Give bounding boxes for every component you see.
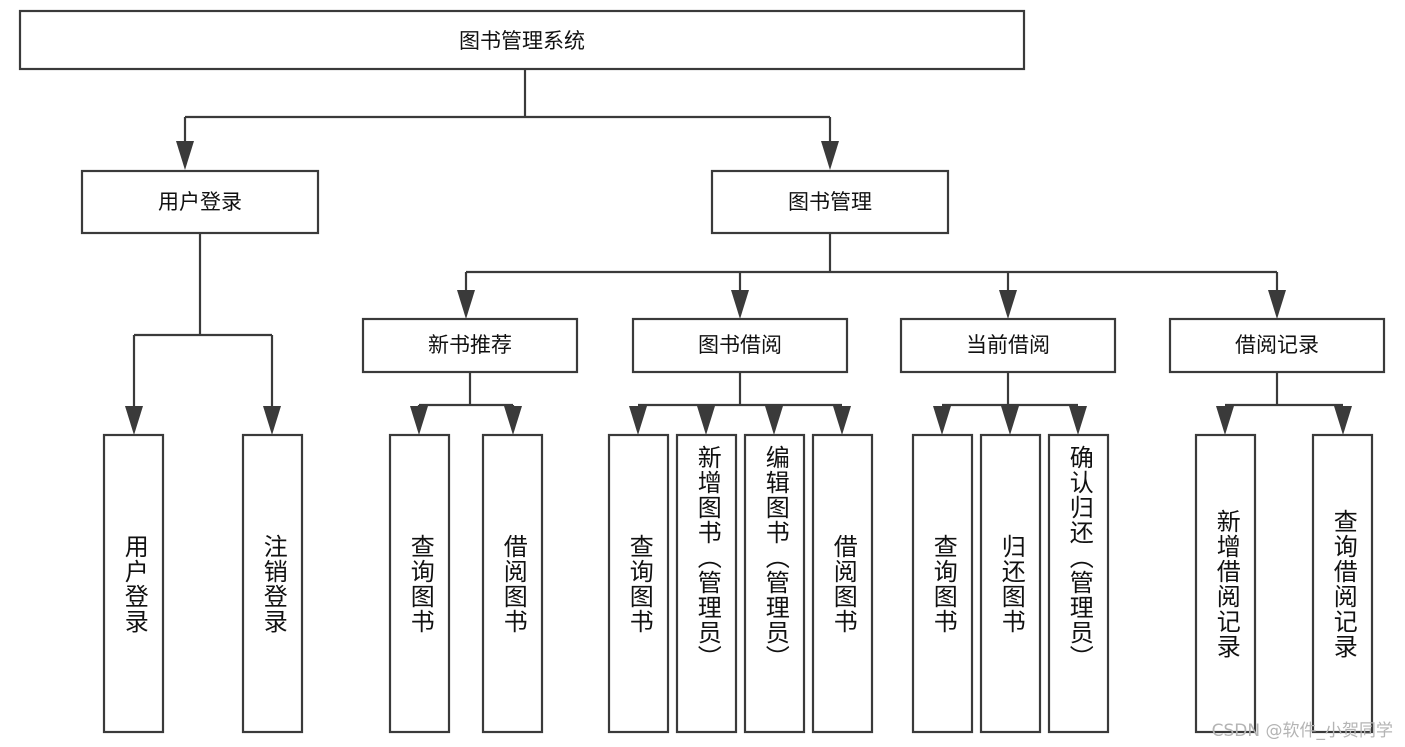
node-book-manage[interactable]: 图书管理	[710, 169, 950, 235]
node-root-box[interactable]	[18, 9, 1026, 71]
node-user-login-box[interactable]	[80, 169, 320, 235]
node-book-manage-box[interactable]	[710, 169, 950, 235]
leaf-box-borrow-book-1[interactable]	[481, 433, 544, 734]
leaf-box-return-book[interactable]	[979, 433, 1042, 734]
arrow-head-leaf-add-book	[697, 406, 715, 435]
node-borrow-record-label: 借阅记录	[1235, 333, 1319, 357]
connector-group-book-manage	[457, 233, 1286, 319]
leaf-box-query-record[interactable]	[1311, 433, 1374, 734]
arrow-head-leaf-query-book-2	[629, 406, 647, 435]
arrow-head-leaf-logout-login	[263, 406, 281, 435]
arrow-head-book-manage	[821, 141, 839, 170]
node-root-label: 图书管理系统	[459, 29, 585, 53]
leaf-box-query-book-2[interactable]	[607, 433, 670, 734]
connector-group-user-login	[125, 233, 281, 435]
leaf-box-query-book-1[interactable]	[388, 433, 451, 734]
connector-group-borrow-record	[1216, 372, 1352, 435]
node-book-borrow-box[interactable]	[631, 317, 849, 374]
arrow-head-leaf-confirm-return	[1069, 406, 1087, 435]
node-book-borrow-label: 图书借阅	[698, 333, 782, 357]
leaf-box-borrow-book-2[interactable]	[811, 433, 874, 734]
connector-group-root	[176, 69, 839, 170]
node-root[interactable]: 图书管理系统	[18, 9, 1026, 71]
arrow-head-leaf-add-record	[1216, 406, 1234, 435]
leaf-box-logout-login[interactable]	[241, 433, 304, 734]
leaf-boxes	[102, 433, 1374, 734]
arrow-head-leaf-query-book-3	[933, 406, 951, 435]
arrow-head-book-borrow	[731, 290, 749, 319]
leaf-box-user-login[interactable]	[102, 433, 165, 734]
node-borrow-record[interactable]: 借阅记录	[1168, 317, 1386, 374]
connector-group-book-borrow	[629, 372, 851, 435]
connector-group-current-borrow	[933, 372, 1087, 435]
arrow-head-leaf-user-login	[125, 406, 143, 435]
arrow-head-user-login	[176, 141, 194, 170]
arrow-head-leaf-borrow-book-1	[504, 406, 522, 435]
arrow-head-leaf-return-book	[1001, 406, 1019, 435]
leaf-box-add-record[interactable]	[1194, 433, 1257, 734]
connector-group-new-book-rec	[410, 372, 522, 435]
node-new-book-rec-box[interactable]	[361, 317, 579, 374]
leaf-box-confirm-return[interactable]	[1047, 433, 1110, 734]
arrow-head-leaf-edit-book	[765, 406, 783, 435]
arrow-head-leaf-query-record	[1334, 406, 1352, 435]
node-user-login[interactable]: 用户登录	[80, 169, 320, 235]
node-user-login-label: 用户登录	[158, 190, 242, 214]
arrow-head-leaf-borrow-book-2	[833, 406, 851, 435]
node-current-borrow[interactable]: 当前借阅	[899, 317, 1117, 374]
leaf-box-query-book-3[interactable]	[911, 433, 974, 734]
node-new-book-rec-label: 新书推荐	[428, 333, 512, 357]
arrow-head-new-book-rec	[457, 290, 475, 319]
leaf-box-edit-book[interactable]	[743, 433, 806, 734]
node-book-borrow[interactable]: 图书借阅	[631, 317, 849, 374]
node-current-borrow-box[interactable]	[899, 317, 1117, 374]
node-borrow-record-box[interactable]	[1168, 317, 1386, 374]
node-new-book-rec[interactable]: 新书推荐	[361, 317, 579, 374]
node-current-borrow-label: 当前借阅	[966, 333, 1050, 357]
node-book-manage-label: 图书管理	[788, 190, 872, 214]
leaf-box-add-book[interactable]	[675, 433, 738, 734]
arrow-head-borrow-record	[1268, 290, 1286, 319]
arrow-head-leaf-query-book-1	[410, 406, 428, 435]
csdn-watermark: CSDN @软件_小贺同学	[1211, 721, 1393, 741]
arrow-head-current-borrow	[999, 290, 1017, 319]
